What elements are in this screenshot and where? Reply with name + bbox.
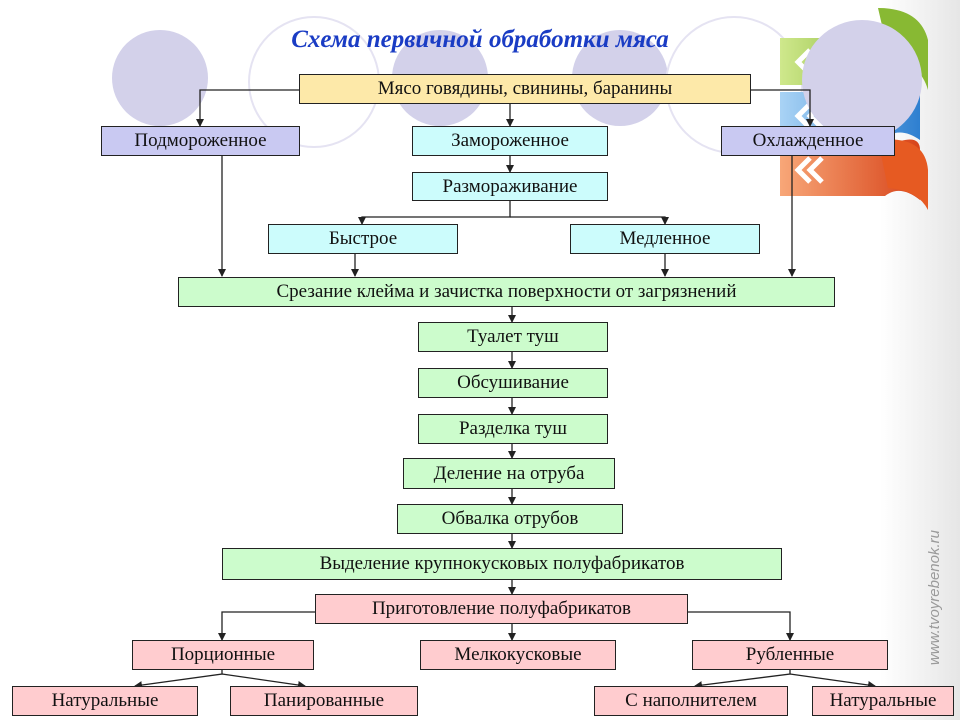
- arrow-portion-to-natural: [134, 670, 223, 690]
- node-large-pieces: Выделение крупнокусковых полуфабрикатов: [222, 548, 782, 580]
- node-chilled: Охлажденное: [721, 126, 895, 156]
- node-natural-left: Натуральные: [12, 686, 198, 716]
- node-chopped: Рубленные: [692, 640, 888, 670]
- node-breaded: Панированные: [230, 686, 418, 716]
- decor-circle-overlay: [802, 20, 922, 140]
- arrow-raw-to-subfrozen: [196, 89, 300, 127]
- arrow-portion-to-breaded: [221, 673, 306, 689]
- node-fast: Быстрое: [268, 224, 458, 254]
- node-semi-products: Приготовление полуфабрикатов: [315, 594, 688, 624]
- arrow-thawing-to-slow: [510, 216, 669, 225]
- node-thawing: Размораживание: [412, 172, 608, 201]
- node-small-pieces: Мелкокусковые: [420, 640, 616, 670]
- node-slow: Медленное: [570, 224, 760, 254]
- arrow-semi-to-portion: [218, 611, 315, 641]
- ribbon-decoration: [780, 8, 928, 210]
- arrow-chopped-to-natural: [789, 673, 876, 689]
- red-ribbon-curl: [878, 139, 928, 210]
- node-stamp-cleaning: Срезание клейма и зачистка поверхности о…: [178, 277, 835, 307]
- node-division-cuts: Деление на отруба: [403, 458, 615, 489]
- node-frozen: Замороженное: [412, 126, 608, 156]
- node-portion: Порционные: [132, 640, 314, 670]
- node-raw-meat: Мясо говядины, свинины, баранины: [299, 74, 751, 104]
- node-with-filler: С наполнителем: [594, 686, 788, 716]
- watermark-text: www.tvoyrebenok.ru: [926, 530, 943, 666]
- arrow-semi-to-chopped: [688, 611, 794, 641]
- diagram-title: Схема первичной обработки мяса: [291, 26, 669, 53]
- node-deboning: Обвалка отрубов: [397, 504, 623, 534]
- node-cutting: Разделка туш: [418, 414, 608, 444]
- decor-circle: [112, 30, 208, 126]
- arrow-raw-to-chilled: [750, 89, 814, 127]
- node-subfrozen: Подмороженное: [101, 126, 300, 156]
- node-carcass-toilet: Туалет туш: [418, 322, 608, 352]
- node-drying: Обсушивание: [418, 368, 608, 398]
- arrow-chopped-to-filler: [694, 670, 791, 690]
- node-natural-right: Натуральные: [812, 686, 954, 716]
- arrow-thawing-to-fast: [358, 201, 511, 225]
